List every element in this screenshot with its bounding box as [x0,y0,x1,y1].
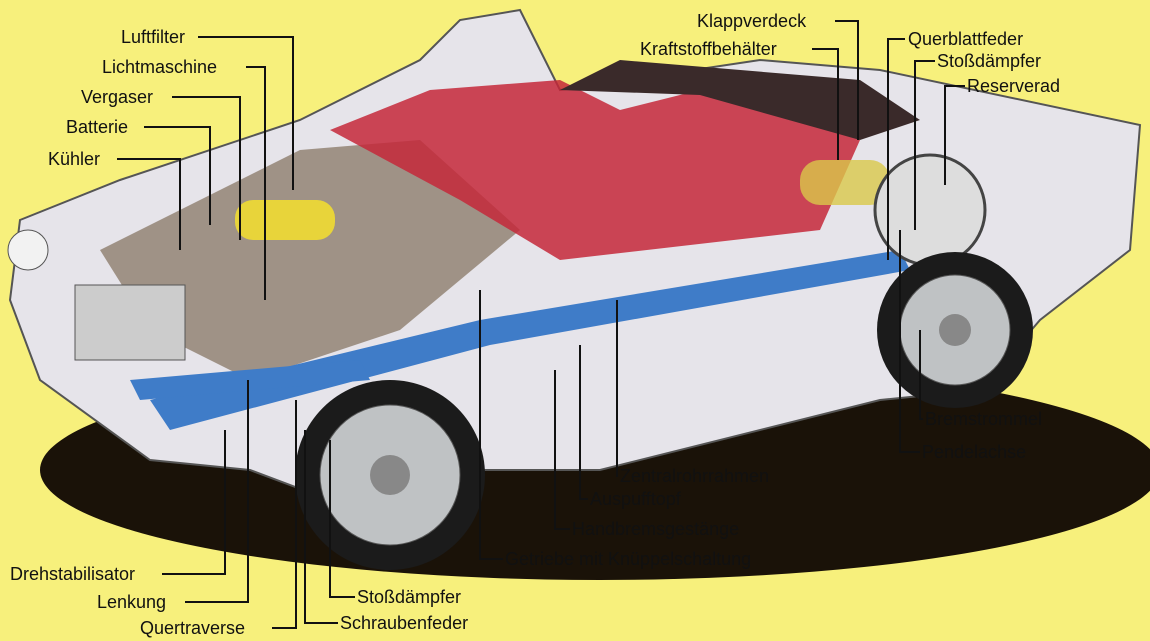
interior [330,80,860,260]
label-handbremsgestaenge: Handbremsgestänge [572,519,740,539]
label-bremstrommel: Bremstrommel [925,409,1043,429]
engine-bay [100,140,520,380]
fuel-tank [800,160,890,205]
convertible-top [560,60,920,140]
label-pendelachse: Pendelachse [922,442,1027,462]
rear-wheel [877,252,1033,408]
leader-lines [117,20,965,629]
label-vergaser: Vergaser [81,87,154,107]
label-zentralrohrrahmen: Zentralrohrrahmen [620,466,770,486]
label-getriebe: Getriebe mit Knüppelschaltung [505,549,752,569]
front-wheel [295,380,485,570]
headlight [7,229,49,271]
label-drehstabilisator: Drehstabilisator [10,564,136,584]
label-reserverad: Reserverad [967,76,1061,96]
label-klappverdeck: Klappverdeck [697,11,807,31]
label-auspufftopf: Auspufftopf [590,489,681,509]
label-quertraverse: Quertraverse [140,618,246,638]
grille [74,284,186,361]
front-crossmember [130,360,370,400]
label-querblattfeder: Querblattfeder [908,29,1024,49]
label-lenkung: Lenkung [97,592,167,612]
label-luftfilter: Luftfilter [121,27,186,47]
spare-wheel [873,153,987,267]
label-stossdaempfer-front: Stoßdämpfer [357,587,462,607]
label-schraubenfeder: Schraubenfeder [340,613,469,633]
label-lichtmaschine: Lichtmaschine [102,57,218,77]
label-kraftstoffbehaelter: Kraftstoffbehälter [640,39,777,59]
frame-tube [150,250,910,430]
label-stossdaempfer-rear: Stoßdämpfer [937,51,1042,71]
label-kuehler: Kühler [48,149,101,169]
air-filter [235,200,335,240]
label-batterie: Batterie [66,117,129,137]
